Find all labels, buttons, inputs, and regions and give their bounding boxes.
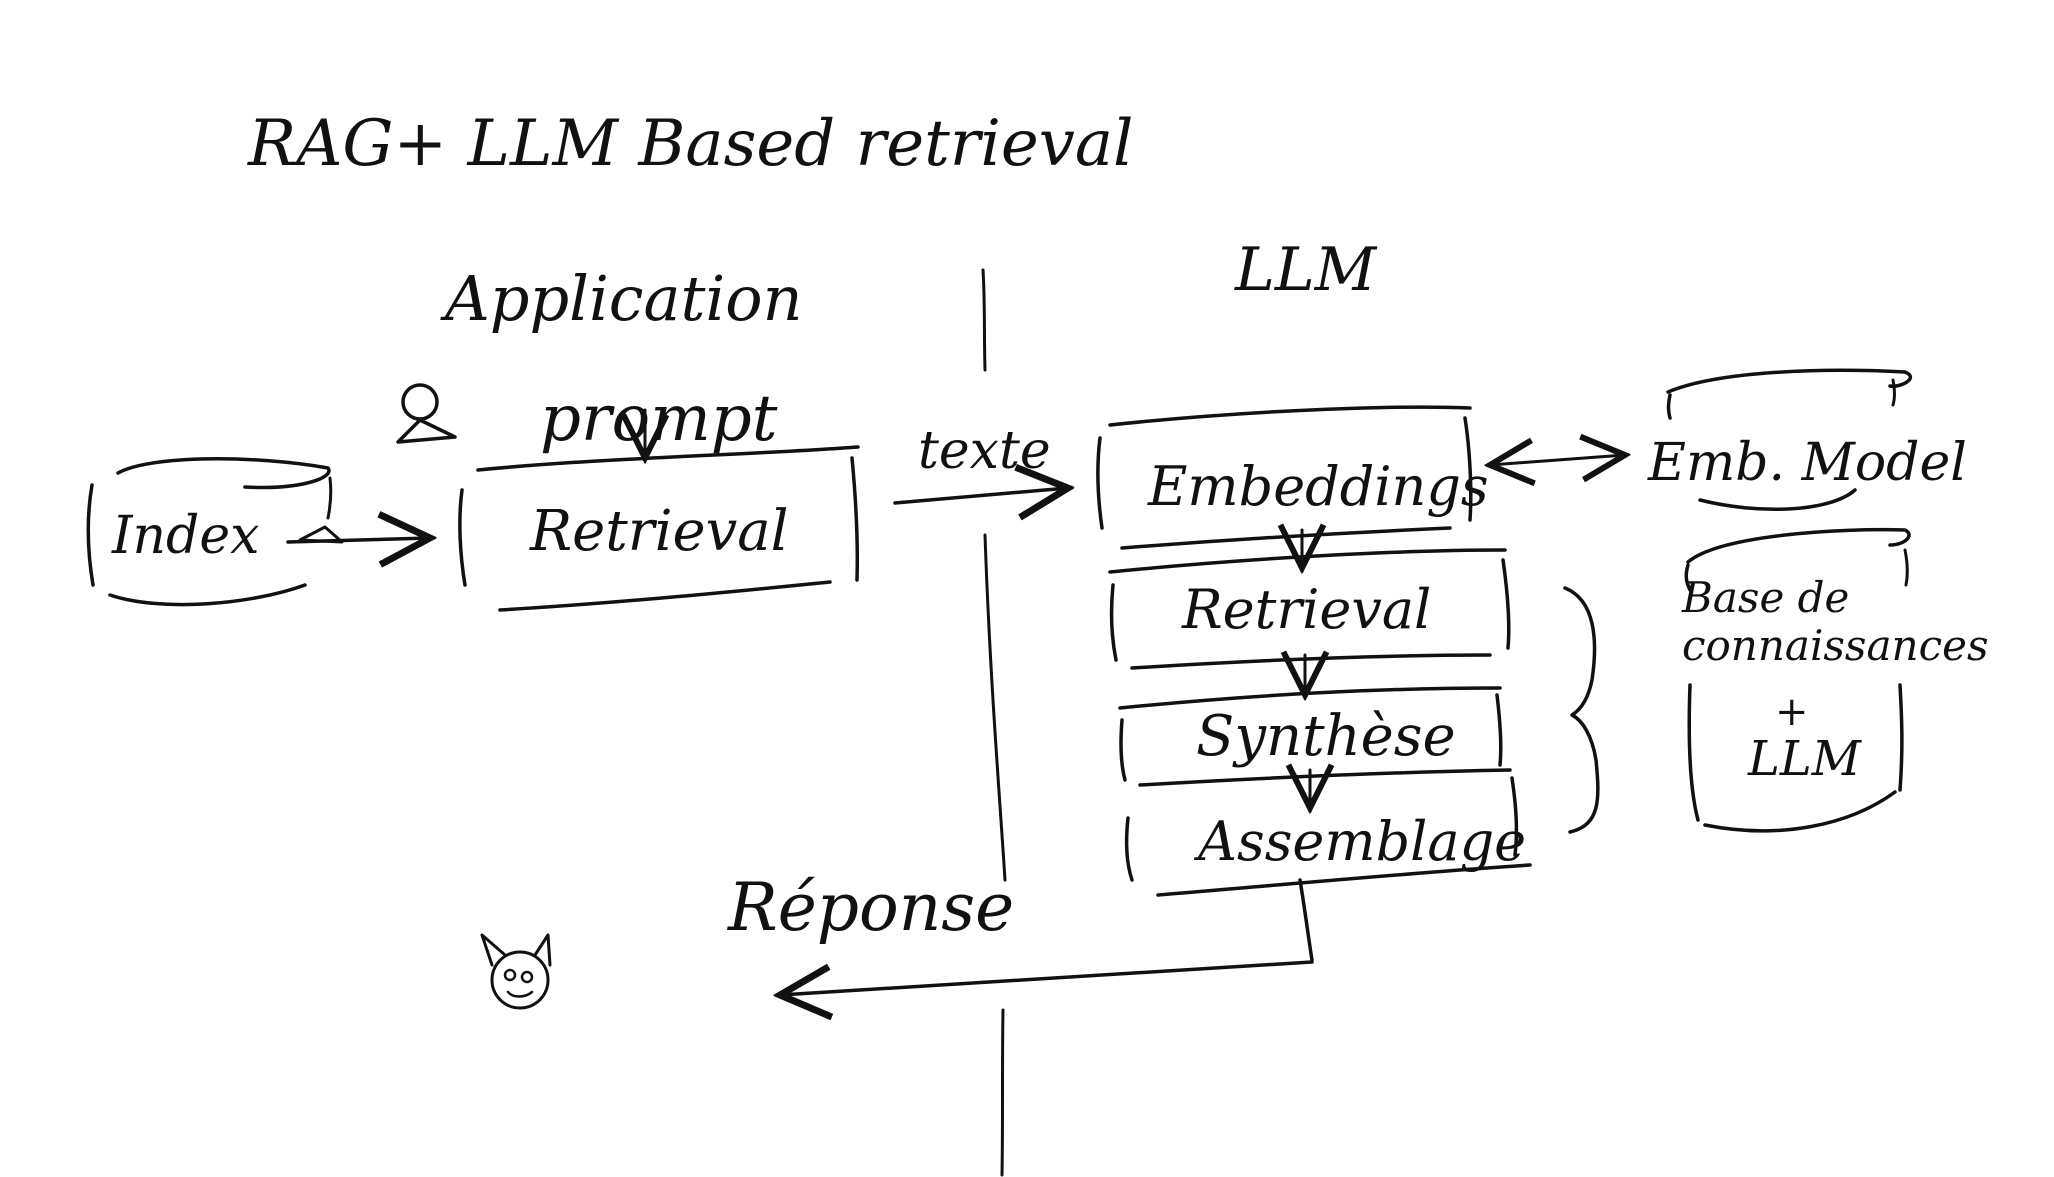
arrow-response-return — [1298, 878, 1314, 962]
section-application: Application — [440, 262, 803, 335]
arrow-texte-to-embeddings — [893, 488, 1068, 503]
app-retrieval-label: Retrieval — [529, 499, 789, 564]
diagram-title: RAG+ LLM Based retrieval — [247, 107, 1134, 181]
llm-steps-brace — [1563, 586, 1600, 834]
index-label: Index — [111, 506, 259, 566]
llm-retrieval-label: Retrieval — [1181, 578, 1431, 641]
arrow-index-tail — [298, 525, 344, 544]
embeddings-box: Embeddings — [1096, 405, 1489, 550]
arrow-response-to-user — [780, 960, 1314, 995]
assemblage-label: Assemblage — [1193, 810, 1526, 873]
emb-model-label: Emb. Model — [1647, 433, 1967, 493]
arrow-embeddings-emb-model — [1490, 455, 1625, 465]
section-llm: LLM — [1234, 235, 1378, 305]
emb-model-store: Emb. Model — [1647, 368, 1967, 512]
assemblage-box: Assemblage — [1124, 776, 1532, 897]
knowledge-base-store: Base de connaissances + LLM — [1681, 527, 1989, 833]
synthese-box: Synthèse — [1118, 686, 1512, 787]
embeddings-label: Embeddings — [1147, 455, 1489, 518]
llm-retrieval-box: Retrieval — [1108, 548, 1511, 670]
prompt-label: prompt — [540, 382, 778, 456]
cat-face-icon — [480, 933, 552, 1010]
user-icon — [396, 383, 457, 444]
kb-llm: LLM — [1747, 731, 1863, 787]
synthese-label: Synthèse — [1196, 704, 1456, 769]
app-retrieval-box: Retrieval — [458, 445, 860, 612]
kb-label-line2: connaissances — [1682, 621, 1989, 670]
index-store: Index — [86, 457, 333, 607]
kb-plus: + — [1775, 689, 1809, 735]
texte-label: texte — [918, 421, 1051, 481]
kb-label-line1: Base de — [1681, 573, 1849, 622]
reponse-label: Réponse — [727, 869, 1014, 946]
section-divider — [981, 268, 1007, 1177]
